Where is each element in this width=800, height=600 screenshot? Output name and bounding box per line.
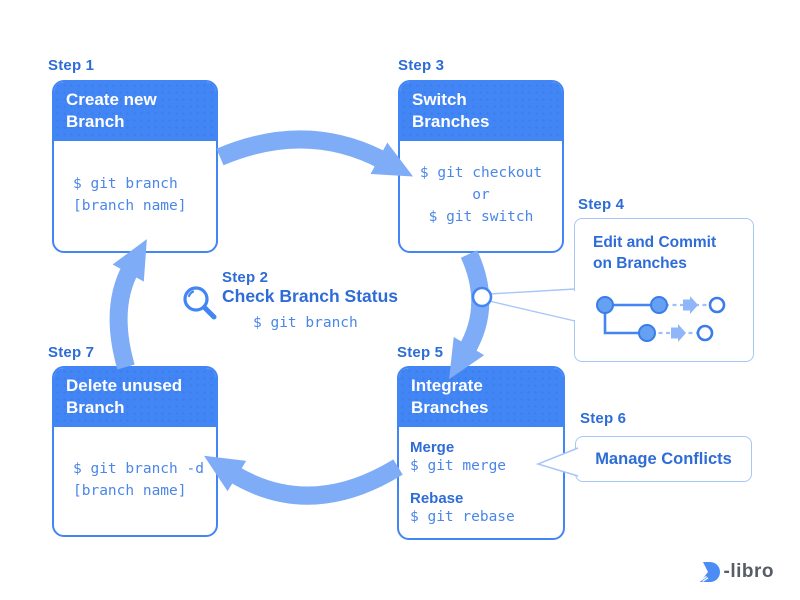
step1-card-title: Create new Branch [54, 82, 216, 142]
step7-card: Delete unused Branch $ git branch -d [br… [52, 366, 218, 537]
step4-callout-line-bottom [488, 300, 576, 322]
step7-command: $ git branch -d [branch name] [73, 461, 204, 500]
step-marker-circle [471, 286, 493, 308]
merge-heading: Merge [410, 439, 455, 457]
dlibro-logo-icon [698, 562, 720, 583]
step4-title: Edit and Commit on Branches [593, 234, 717, 272]
step4-label: Step 4 [578, 196, 625, 213]
flow-arrow-step5-to-step7 [203, 455, 403, 505]
rebase-command: $ git rebase [410, 508, 515, 525]
step4-callout-line-top [488, 288, 576, 295]
step1-card: Create new Branch $ git branch [branch n… [52, 80, 218, 253]
step6-label: Step 6 [580, 410, 627, 427]
step5-card-title: Integrate Branches [399, 368, 563, 428]
step3-card-title: Switch Branches [400, 82, 562, 142]
rebase-heading: Rebase [410, 489, 464, 507]
step5-card: Integrate Branches Merge $ git merge Reb… [397, 366, 565, 540]
step3-label: Step 3 [398, 57, 445, 74]
step3-card: Switch Branches $ git checkout or $ git … [398, 80, 564, 253]
git-graph-icon [596, 295, 726, 342]
flow-arrow-step3-to-step5 [449, 250, 490, 380]
step6-card: Manage Conflicts [575, 436, 752, 482]
step2-title: Check Branch Status [222, 286, 399, 306]
step3-command: $ git checkout or $ git switch [419, 165, 543, 225]
flow-arrow-step1-to-step3 [216, 130, 414, 177]
magnifier-icon [183, 286, 217, 320]
flow-arrow-step7-to-step1 [109, 239, 147, 370]
step7-card-title: Delete unused Branch [54, 368, 216, 428]
merge-command: $ git merge [410, 458, 507, 475]
step4-card: Edit and Commit on Branches [574, 218, 754, 362]
step5-label: Step 5 [397, 344, 444, 361]
step2-command: $ git branch [253, 315, 358, 331]
step6-title: Manage Conflicts [595, 449, 732, 468]
logo-text: -libro [723, 561, 774, 582]
step2-label: Step 2 [222, 269, 269, 286]
step1-label: Step 1 [48, 57, 95, 74]
step7-label: Step 7 [48, 344, 95, 361]
step1-command: $ git branch [branch name] [73, 176, 187, 215]
dlibro-logo: -libro [697, 560, 775, 584]
